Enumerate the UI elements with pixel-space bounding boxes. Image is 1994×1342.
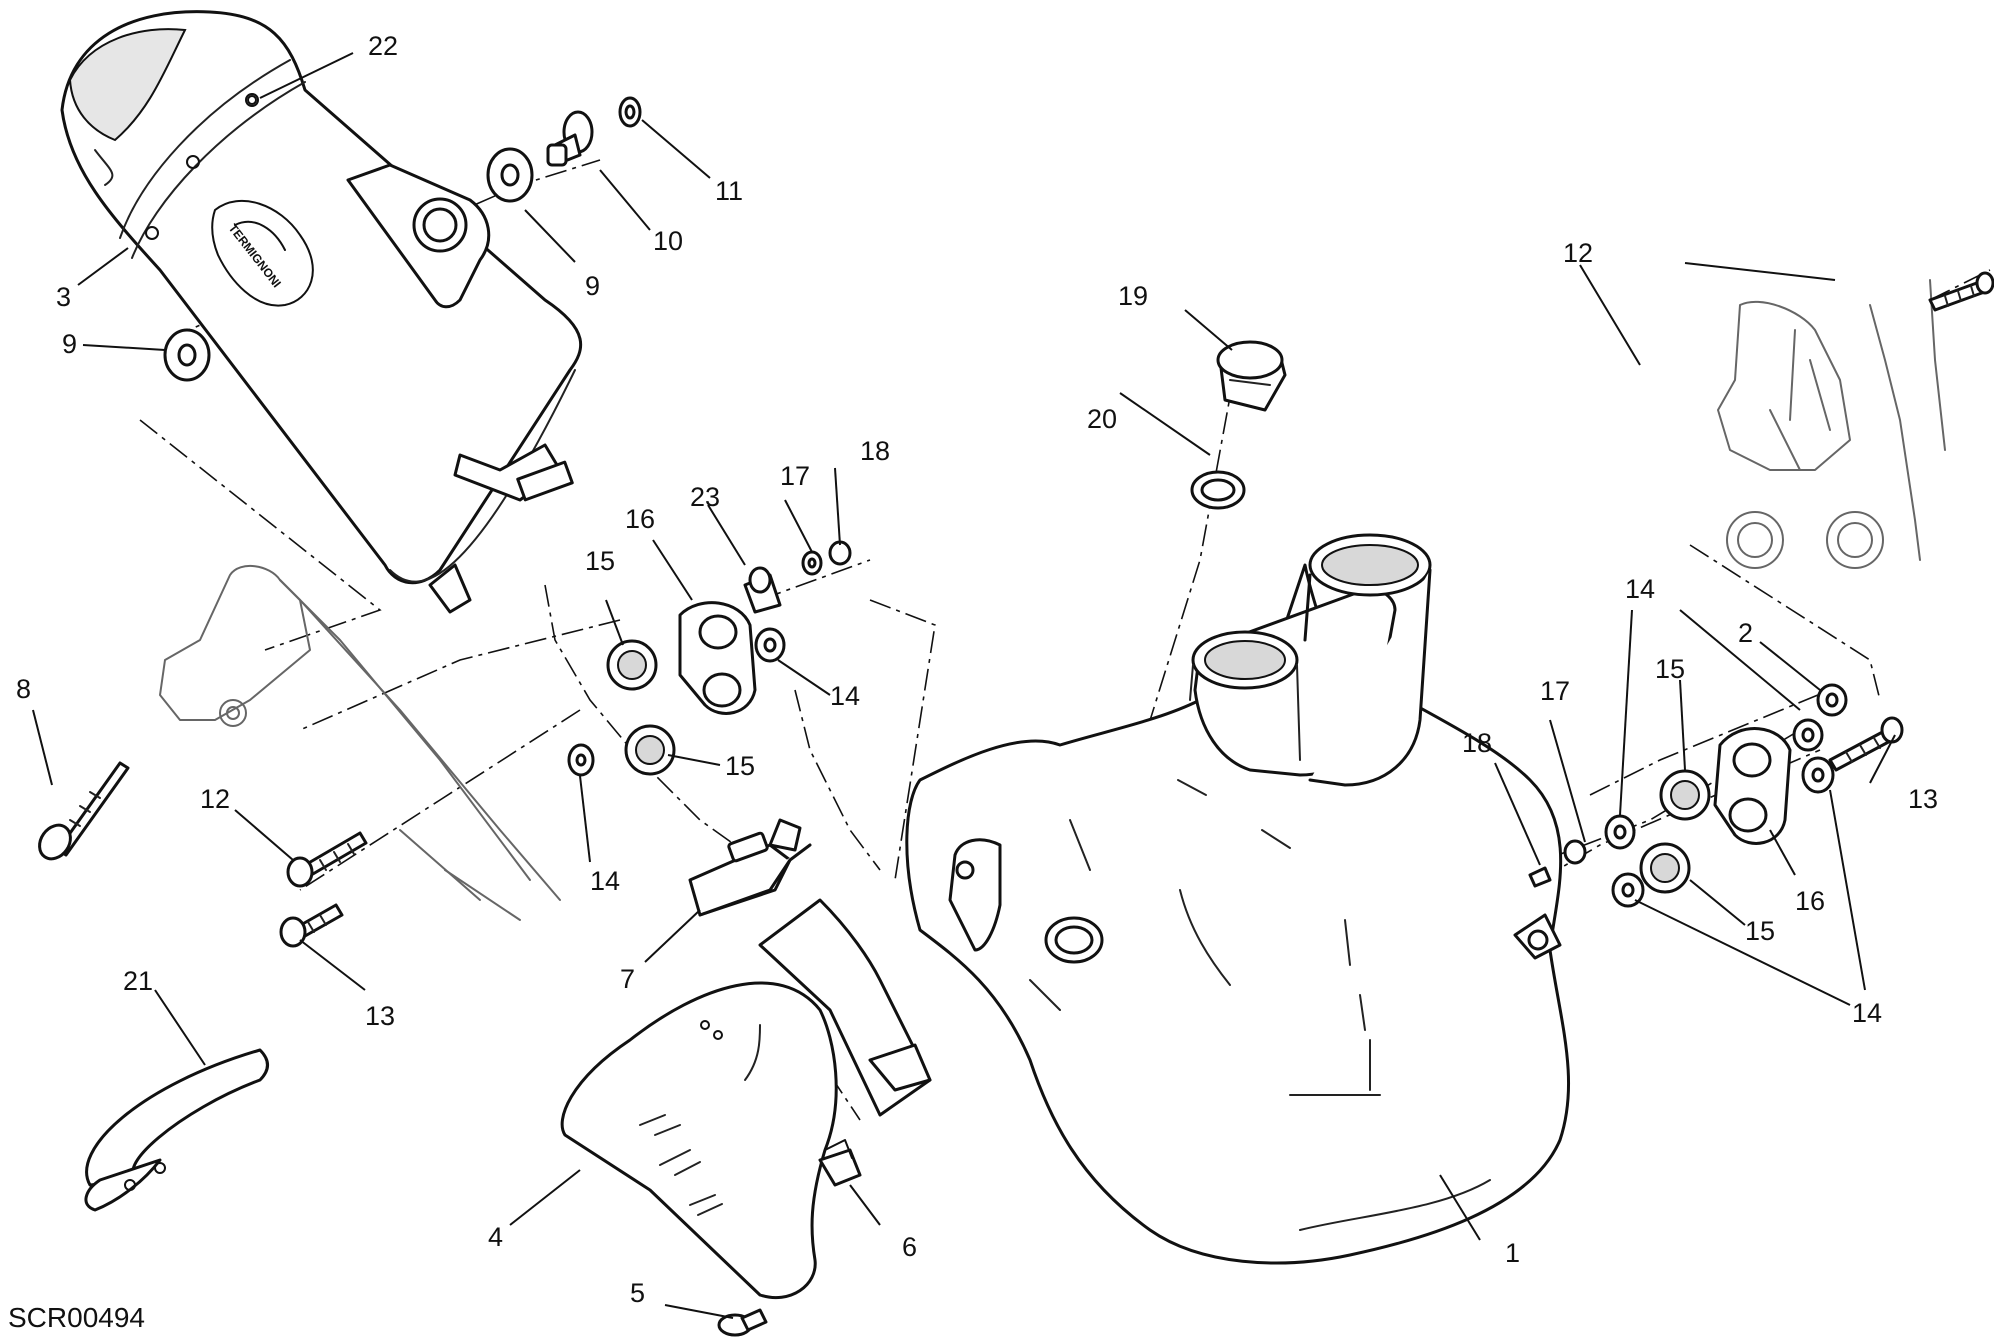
- callout-16b: 16: [1795, 886, 1825, 916]
- link-pipe: [758, 898, 932, 1117]
- callout-18a: 18: [860, 436, 890, 466]
- callout-11: 11: [715, 176, 743, 206]
- callout-9b: 9: [62, 329, 77, 359]
- callout-15c: 15: [1655, 654, 1685, 684]
- drawing-code: SCR00494: [8, 1302, 145, 1333]
- callout-14b: 14: [590, 866, 620, 896]
- callout-21: 21: [123, 966, 153, 996]
- strap-band: [84, 1048, 269, 1212]
- frame-bracket-ghost: [159, 564, 561, 921]
- callout-20: 20: [1087, 404, 1117, 434]
- bolts-left: [279, 831, 368, 948]
- callout-2: 2: [1738, 618, 1753, 648]
- callout-1: 1: [1505, 1238, 1520, 1268]
- callout-15d: 15: [1745, 916, 1775, 946]
- callout-18b: 18: [1462, 728, 1492, 758]
- callout-15a: 15: [585, 546, 615, 576]
- rubber-mounts-right: [1528, 683, 1848, 908]
- callout-22: 22: [368, 31, 398, 61]
- callout-13b: 13: [365, 1001, 395, 1031]
- callout-4: 4: [488, 1222, 503, 1252]
- callout-17a: 17: [780, 461, 810, 491]
- callout-labels: 1 2 3 4 5 6 7 8 9 9 10 11 12 12 13 13 14…: [16, 31, 1938, 1308]
- callout-14a: 14: [830, 681, 860, 711]
- silencer: TERMIGNONI: [60, 10, 583, 614]
- screw-5: [717, 1308, 768, 1337]
- heat-shield: [560, 981, 838, 1300]
- part-22-marker: [247, 95, 257, 105]
- callout-16a: 16: [625, 504, 655, 534]
- frame-bracket-right-ghost: [1717, 279, 1946, 569]
- callout-9a: 9: [585, 271, 600, 301]
- callout-5: 5: [630, 1278, 645, 1308]
- callout-12b: 12: [200, 784, 230, 814]
- callout-14d: 14: [1852, 998, 1882, 1028]
- callout-8: 8: [16, 674, 31, 704]
- callout-19: 19: [1118, 281, 1148, 311]
- silencer-mount-hardware: [163, 96, 642, 382]
- leader-lines: [32, 52, 1896, 1319]
- bolts-right: [1828, 271, 1994, 772]
- callout-6: 6: [902, 1232, 917, 1262]
- callout-7: 7: [620, 964, 635, 994]
- callout-13a: 13: [1908, 784, 1938, 814]
- plug-and-washer: [1190, 340, 1287, 510]
- callout-23: 23: [690, 482, 720, 512]
- clamp-7: [688, 818, 812, 917]
- callout-15b: 15: [725, 751, 755, 781]
- clip-6: [818, 1139, 862, 1187]
- collector-box: [905, 533, 1571, 1265]
- callout-14c: 14: [1625, 574, 1655, 604]
- callout-17b: 17: [1540, 676, 1570, 706]
- bolt-8: [38, 761, 130, 861]
- callout-10: 10: [653, 226, 683, 256]
- rubber-mounts-left: [567, 540, 852, 777]
- callout-3: 3: [56, 282, 71, 312]
- callout-12a: 12: [1563, 238, 1593, 268]
